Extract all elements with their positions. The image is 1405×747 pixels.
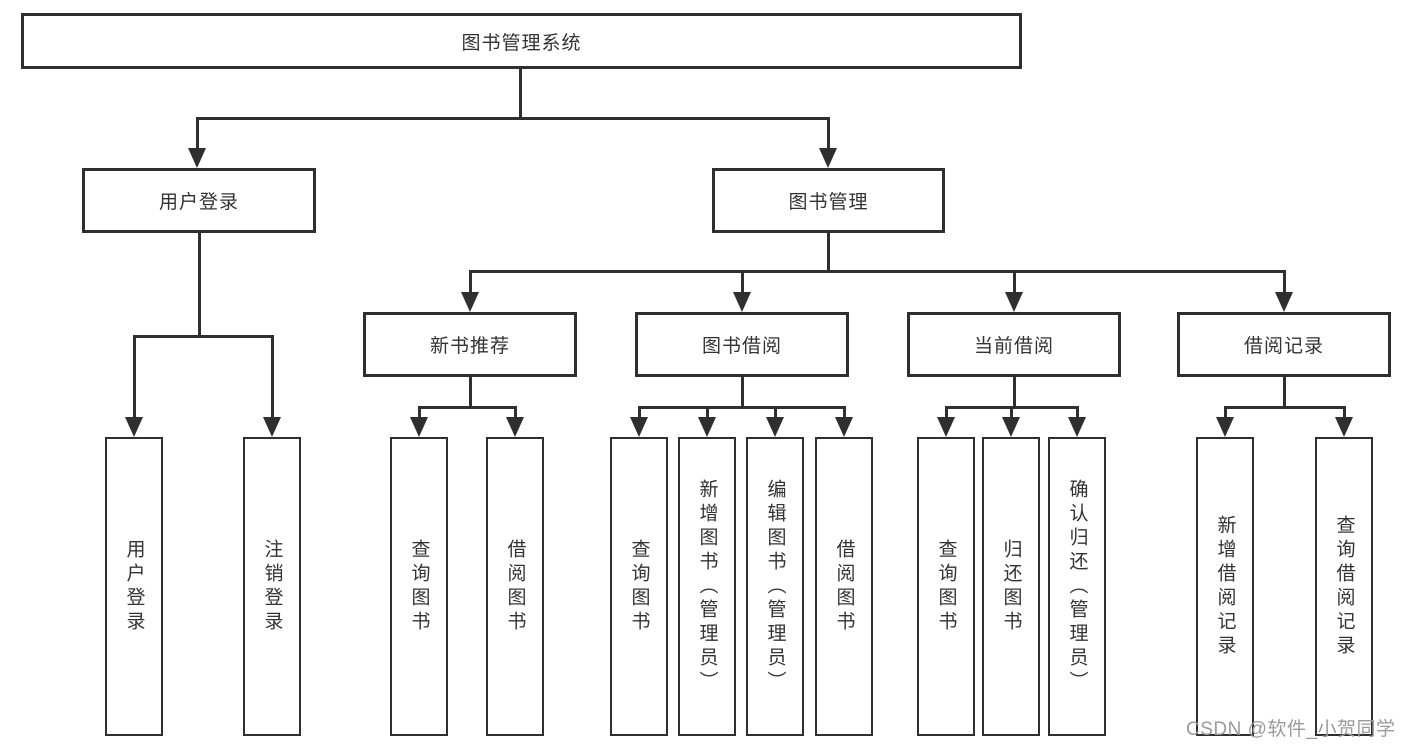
leaf-logout: 注销登录 [243, 437, 301, 736]
node-user-login: 用户登录 [82, 168, 316, 233]
leaf-label: 查询借阅记录 [1333, 514, 1355, 659]
arrowhead-down-icon [630, 417, 648, 437]
leaf-user-login: 用户登录 [105, 437, 163, 736]
leaf-label: 编辑图书（管理员） [764, 478, 786, 695]
leaf-label: 归还图书 [1000, 538, 1022, 635]
connector-line [1076, 406, 1079, 417]
arrowhead-down-icon [1005, 292, 1023, 312]
connector-line [196, 117, 199, 148]
connector-line [271, 335, 274, 417]
arrowhead-down-icon [410, 417, 428, 437]
leaf-borrow-books-recommend: 借阅图书 [486, 437, 544, 736]
connector-line [418, 406, 516, 409]
leaf-label: 注销登录 [261, 538, 283, 635]
leaf-query-books-current: 查询图书 [917, 437, 975, 736]
node-new-book-recommend: 新书推荐 [363, 312, 577, 377]
connector-line [133, 335, 273, 338]
connector-line [196, 117, 829, 120]
arrowhead-down-icon [835, 417, 853, 437]
arrowhead-down-icon [188, 148, 206, 168]
node-book-borrowing: 图书借阅 [635, 312, 849, 377]
connector-line [1283, 377, 1286, 407]
arrowhead-down-icon [125, 417, 143, 437]
arrowhead-down-icon [1275, 292, 1293, 312]
arrowhead-down-icon [1068, 417, 1086, 437]
arrowhead-down-icon [1216, 417, 1234, 437]
leaf-query-borrow-record: 查询借阅记录 [1315, 437, 1373, 736]
arrowhead-down-icon [733, 292, 751, 312]
connector-line [1010, 406, 1013, 417]
connector-line [418, 406, 421, 417]
arrowhead-down-icon [766, 417, 784, 437]
connector-line [1013, 377, 1016, 407]
node-book-management: 图书管理 [712, 168, 945, 233]
leaf-label: 查询图书 [935, 538, 957, 635]
connector-line [1343, 406, 1346, 417]
leaf-add-books-admin: 新增图书（管理员） [678, 437, 736, 736]
connector-line [198, 232, 201, 336]
arrowhead-down-icon [1002, 417, 1020, 437]
connector-line [133, 335, 136, 417]
connector-line [1224, 406, 1345, 409]
arrowhead-down-icon [698, 417, 716, 437]
arrowhead-down-icon [937, 417, 955, 437]
connector-line [774, 406, 777, 417]
connector-line [519, 69, 522, 118]
leaf-query-books-recommend: 查询图书 [390, 437, 448, 736]
arrowhead-down-icon [263, 417, 281, 437]
connector-line [843, 406, 846, 417]
arrowhead-down-icon [461, 292, 479, 312]
arrowhead-down-icon [819, 148, 837, 168]
connector-line [827, 117, 830, 148]
leaf-label: 确认归还（管理员） [1066, 478, 1088, 695]
leaf-label: 新增图书（管理员） [696, 478, 718, 695]
connector-line [638, 406, 641, 417]
connector-line [945, 406, 948, 417]
connector-line [1224, 406, 1227, 417]
node-library-system: 图书管理系统 [21, 13, 1022, 69]
arrowhead-down-icon [1335, 417, 1353, 437]
connector-line [1013, 270, 1016, 292]
leaf-add-borrow-record: 新增借阅记录 [1196, 437, 1254, 736]
csdn-watermark: CSDN @软件_小贺同学 [1186, 719, 1396, 740]
leaf-edit-books-admin: 编辑图书（管理员） [746, 437, 804, 736]
leaf-label: 借阅图书 [504, 538, 526, 635]
node-current-borrowing: 当前借阅 [907, 312, 1121, 377]
leaf-label: 借阅图书 [833, 538, 855, 635]
connector-line [827, 233, 830, 271]
leaf-label: 查询图书 [408, 538, 430, 635]
leaf-return-books: 归还图书 [982, 437, 1040, 736]
connector-line [1283, 270, 1286, 292]
connector-line [514, 406, 517, 417]
connector-line [706, 406, 709, 417]
connector-line [469, 377, 472, 407]
connector-line [469, 270, 472, 292]
arrowhead-down-icon [506, 417, 524, 437]
connector-line [741, 270, 744, 292]
leaf-label: 用户登录 [123, 538, 145, 635]
node-borrow-records: 借阅记录 [1177, 312, 1391, 377]
leaf-label: 查询图书 [628, 538, 650, 635]
connector-line [638, 406, 845, 409]
leaf-label: 新增借阅记录 [1214, 514, 1236, 659]
leaf-confirm-return-admin: 确认归还（管理员） [1048, 437, 1106, 736]
leaf-query-books-borrowing: 查询图书 [610, 437, 668, 736]
connector-line [469, 270, 1285, 273]
leaf-borrow-books: 借阅图书 [815, 437, 873, 736]
connector-line [741, 377, 744, 407]
